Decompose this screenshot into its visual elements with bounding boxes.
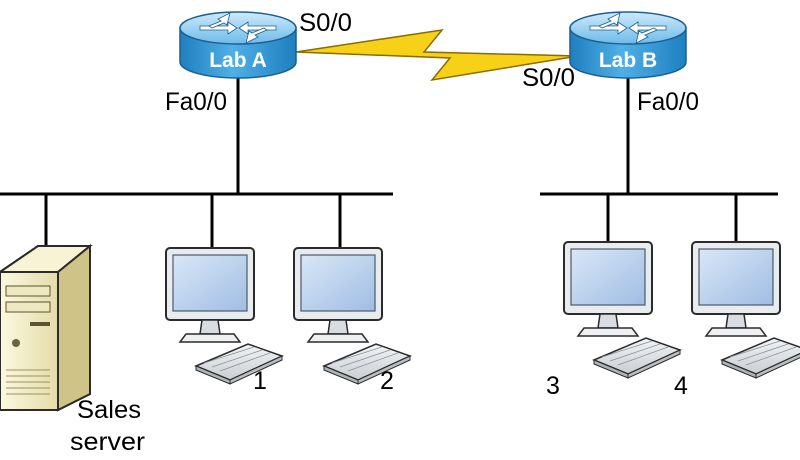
host-1-label: 1 bbox=[253, 367, 267, 395]
workstation-2 bbox=[293, 247, 411, 385]
workstation-4 bbox=[691, 241, 800, 379]
host-2-label: 2 bbox=[380, 367, 394, 395]
computer-icon bbox=[293, 247, 411, 385]
server-label-line1: Sales bbox=[77, 396, 141, 424]
router-lab-b: Lab B bbox=[569, 11, 687, 79]
router-name-label: Lab A bbox=[209, 49, 267, 72]
lab-b-serial-label: S0/0 bbox=[522, 64, 575, 92]
host-3-label: 3 bbox=[546, 372, 560, 400]
computer-icon bbox=[165, 247, 283, 385]
sales-server bbox=[0, 243, 93, 412]
workstation-1 bbox=[165, 247, 283, 385]
lab-a-fa-label: Fa0/0 bbox=[165, 88, 227, 116]
lab-b-fa-label: Fa0/0 bbox=[637, 88, 699, 116]
router-lab-a: Lab A bbox=[179, 11, 297, 79]
host-4-label: 4 bbox=[674, 372, 688, 400]
server-label-line2: server bbox=[70, 428, 145, 456]
lab-a-serial-label: S0/0 bbox=[299, 9, 352, 37]
router-name-label: Lab B bbox=[599, 49, 657, 72]
computer-icon bbox=[563, 241, 681, 379]
computer-icon bbox=[691, 241, 800, 379]
workstation-3 bbox=[563, 241, 681, 379]
